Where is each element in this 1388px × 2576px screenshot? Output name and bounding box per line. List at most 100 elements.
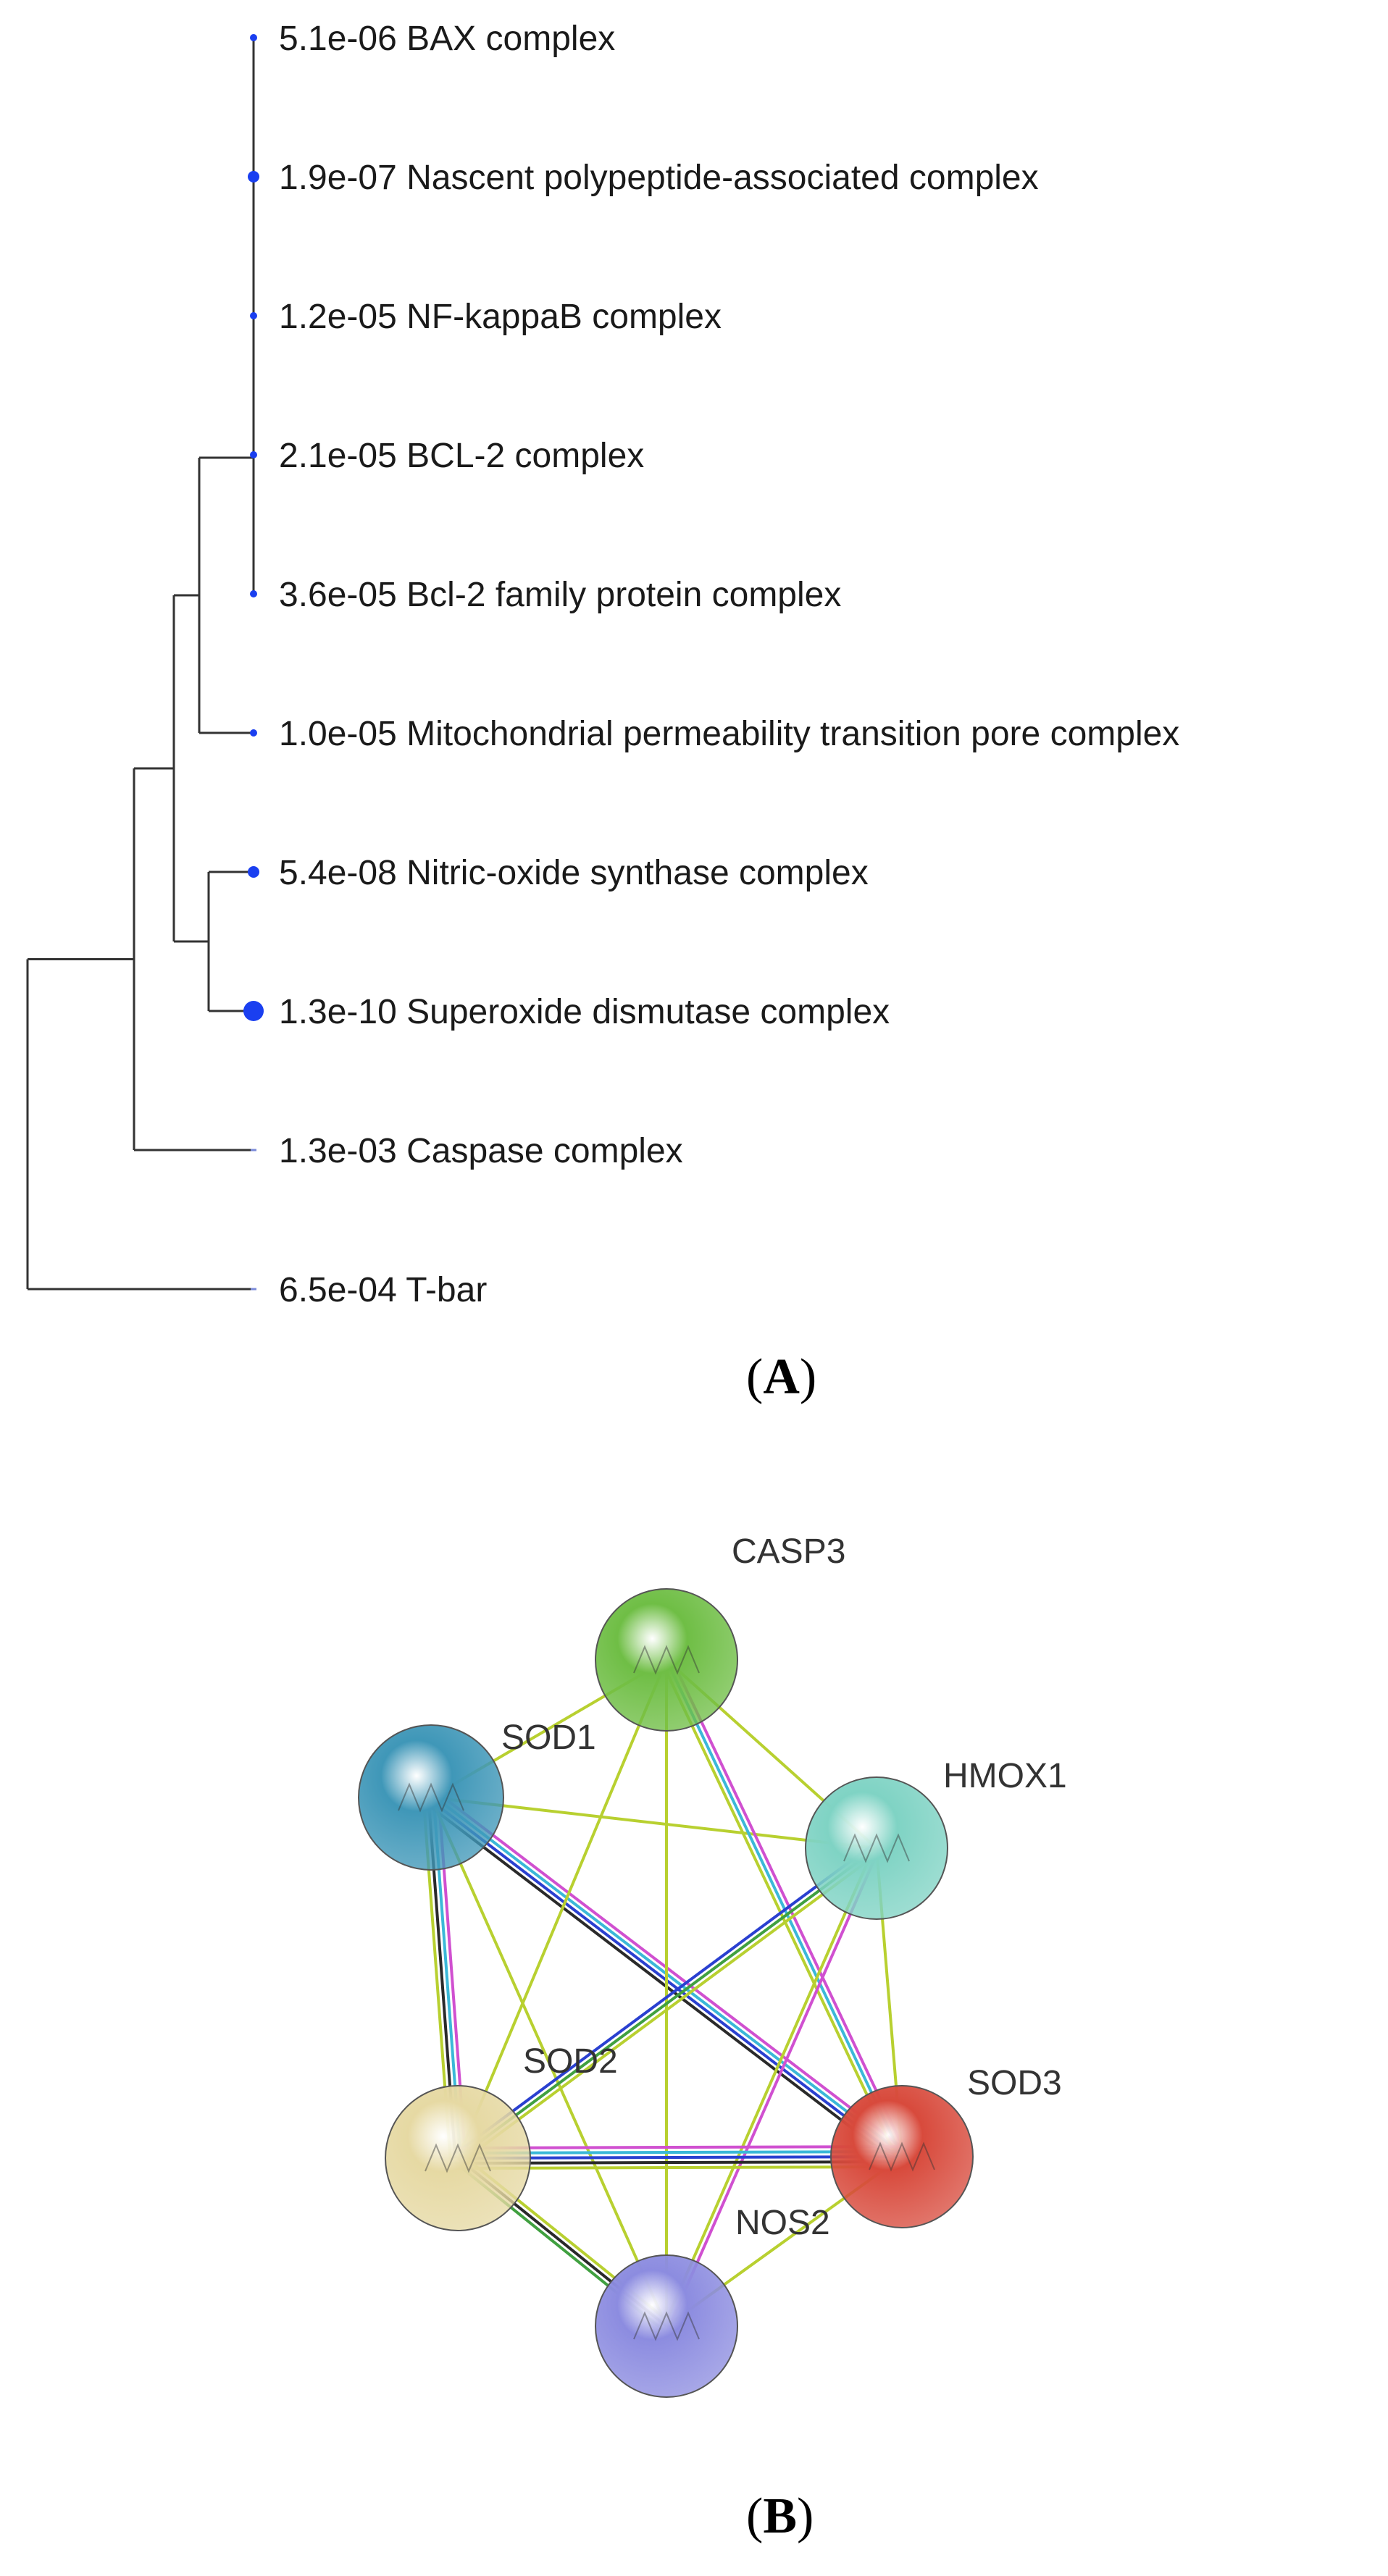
edge-evidence-textmining (430, 1796, 877, 1850)
leaf-pvalue: 1.0e-05 (279, 715, 406, 753)
edge-evidence-experimental (437, 1797, 467, 2158)
edge-evidence-textmining (422, 1797, 452, 2159)
panel-a-caption: (A) (746, 1349, 817, 1405)
protein-structure-glyph (843, 1833, 910, 1863)
protein-node-sphere (805, 1776, 948, 1920)
dendrogram-leaf: 1.0e-05 Mitochondrial permeability trans… (250, 715, 1179, 753)
edge-evidence-database (457, 2150, 902, 2155)
leaf-pvalue: 5.4e-08 (279, 854, 406, 892)
leaf-label: 3.6e-05 Bcl-2 family protein complex (279, 576, 841, 614)
panel-b-caption: (B) (746, 2488, 814, 2544)
protein-node: HMOX1 (805, 1757, 1067, 1920)
network-edge (662, 1846, 881, 2328)
protein-node-sphere (595, 1588, 738, 1732)
network-edge (660, 1657, 908, 2160)
protein-node-label: SOD2 (523, 2042, 618, 2081)
protein-structure-glyph (869, 2141, 935, 2172)
dendrogram-leaf: 2.1e-05 BCL-2 complex (250, 437, 644, 475)
edge-evidence-homology (428, 1798, 902, 2160)
protein-structure-glyph (398, 1782, 464, 1813)
network-edge (457, 2145, 903, 2170)
leaf-term-name: T-bar (406, 1271, 487, 1309)
network-edge (453, 1842, 881, 2164)
leaf-pvalue: 1.3e-10 (279, 993, 406, 1031)
leaf-pvalue: 3.6e-05 (279, 576, 406, 614)
edge-evidence-textmining (665, 2155, 903, 2328)
dendrogram-leaf: 3.6e-05 Bcl-2 family protein complex (250, 576, 841, 614)
edge-evidence-neighborhood (456, 1847, 878, 2160)
dendrogram-leaf: 1.3e-10 Superoxide dismutase complex (243, 993, 890, 1031)
protein-node-sphere (385, 2085, 531, 2231)
edge-evidence-database (665, 1659, 903, 2157)
network-edge (425, 1790, 908, 2164)
leaf-label: 5.4e-08 Nitric-oxide synthase complex (279, 854, 869, 892)
dendrogram-leaf: 5.4e-08 Nitric-oxide synthase complex (248, 854, 869, 892)
edge-evidence-textmining (662, 1846, 876, 2326)
leaf-pvalue: 6.5e-04 (279, 1271, 406, 1309)
leaf-term-name: Nascent polypeptide-associated complex (406, 159, 1038, 197)
protein-structure-glyph (633, 2311, 700, 2341)
protein-node: NOS2 (595, 2204, 830, 2398)
edge-evidence-homology (457, 2155, 903, 2160)
leaf-term-name: BCL-2 complex (406, 437, 644, 475)
leaf-significance-dot (250, 312, 257, 319)
protein-node: SOD3 (830, 2064, 1062, 2228)
edge-evidence-experimental (667, 1848, 881, 2328)
edge-evidence-textmining (665, 1658, 878, 1850)
edge-evidence-coexpression (458, 2160, 903, 2165)
leaf-term-name: Nitric-oxide synthase complex (406, 854, 869, 892)
protein-node-label: SOD1 (501, 1719, 596, 1757)
leaf-pvalue: 5.1e-06 (279, 20, 406, 58)
edge-evidence-database (431, 1794, 905, 2156)
leaf-term-name: Superoxide dismutase complex (406, 993, 890, 1031)
leaf-label: 1.3e-03 Caspase complex (279, 1132, 683, 1170)
leaf-pvalue: 2.1e-05 (279, 437, 406, 475)
protein-node: SOD1 (358, 1719, 596, 1871)
dendrogram-leaf: 1.3e-03 Caspase complex (251, 1132, 683, 1170)
leaf-term-name: Bcl-2 family protein complex (406, 576, 841, 614)
leaf-label: 6.5e-04 T-bar (279, 1271, 487, 1309)
network-edge (665, 2155, 903, 2328)
edge-evidence-textmining (430, 1658, 668, 1799)
leaf-significance-dot (248, 866, 259, 878)
protein-node-label: SOD3 (967, 2064, 1062, 2102)
network-edge (422, 1797, 467, 2159)
leaf-term-name: NF-kappaB complex (406, 298, 722, 336)
edge-evidence-textmining (456, 1659, 668, 2159)
leaf-pvalue: 1.2e-05 (279, 298, 406, 336)
leaf-term-name: BAX complex (406, 20, 615, 58)
dendrogram-leaf: 5.1e-06 BAX complex (250, 20, 615, 58)
network-edge (453, 2152, 671, 2332)
network-edge (665, 1658, 878, 1850)
leaf-pvalue: 1.3e-03 (279, 1132, 406, 1170)
network-edge (430, 1797, 668, 2327)
leaf-significance-dot (248, 171, 259, 182)
edge-evidence-textmining (660, 1661, 899, 2160)
leaf-term-name: Mitochondrial permeability transition po… (406, 715, 1179, 753)
leaf-label: 1.9e-07 Nascent polypeptide-associated c… (279, 159, 1039, 197)
dendrogram-leaf: 1.2e-05 NF-kappaB complex (250, 298, 722, 336)
protein-node: CASP3 (595, 1532, 845, 1732)
edge-evidence-textmining (430, 1797, 668, 2327)
dendrogram-leaf: 6.5e-04 T-bar (251, 1271, 487, 1309)
edge-evidence-homology (453, 1842, 875, 2155)
protein-node-sphere (830, 2085, 974, 2228)
protein-structure-glyph (425, 2143, 491, 2173)
network-edge (875, 1847, 903, 2157)
protein-node-sphere (595, 2254, 738, 2398)
protein-structure-glyph (633, 1645, 700, 1675)
edge-evidence-coexpression (456, 2157, 668, 2328)
leaf-label: 2.1e-05 BCL-2 complex (279, 437, 644, 475)
leaf-term-name: Caspase complex (406, 1132, 683, 1170)
leaf-label: 5.1e-06 BAX complex (279, 20, 615, 58)
protein-node-label: NOS2 (735, 2204, 830, 2242)
protein-node-sphere (358, 1724, 504, 1871)
leaf-significance-dot (250, 729, 257, 737)
leaf-label: 1.2e-05 NF-kappaB complex (279, 298, 722, 336)
edge-evidence-textmining (459, 1851, 881, 2164)
leaf-significance-dot (250, 451, 257, 458)
leaf-significance-dot (243, 1001, 264, 1021)
leaf-label: 1.0e-05 Mitochondrial permeability trans… (279, 715, 1179, 753)
protein-node: SOD2 (385, 2042, 618, 2231)
